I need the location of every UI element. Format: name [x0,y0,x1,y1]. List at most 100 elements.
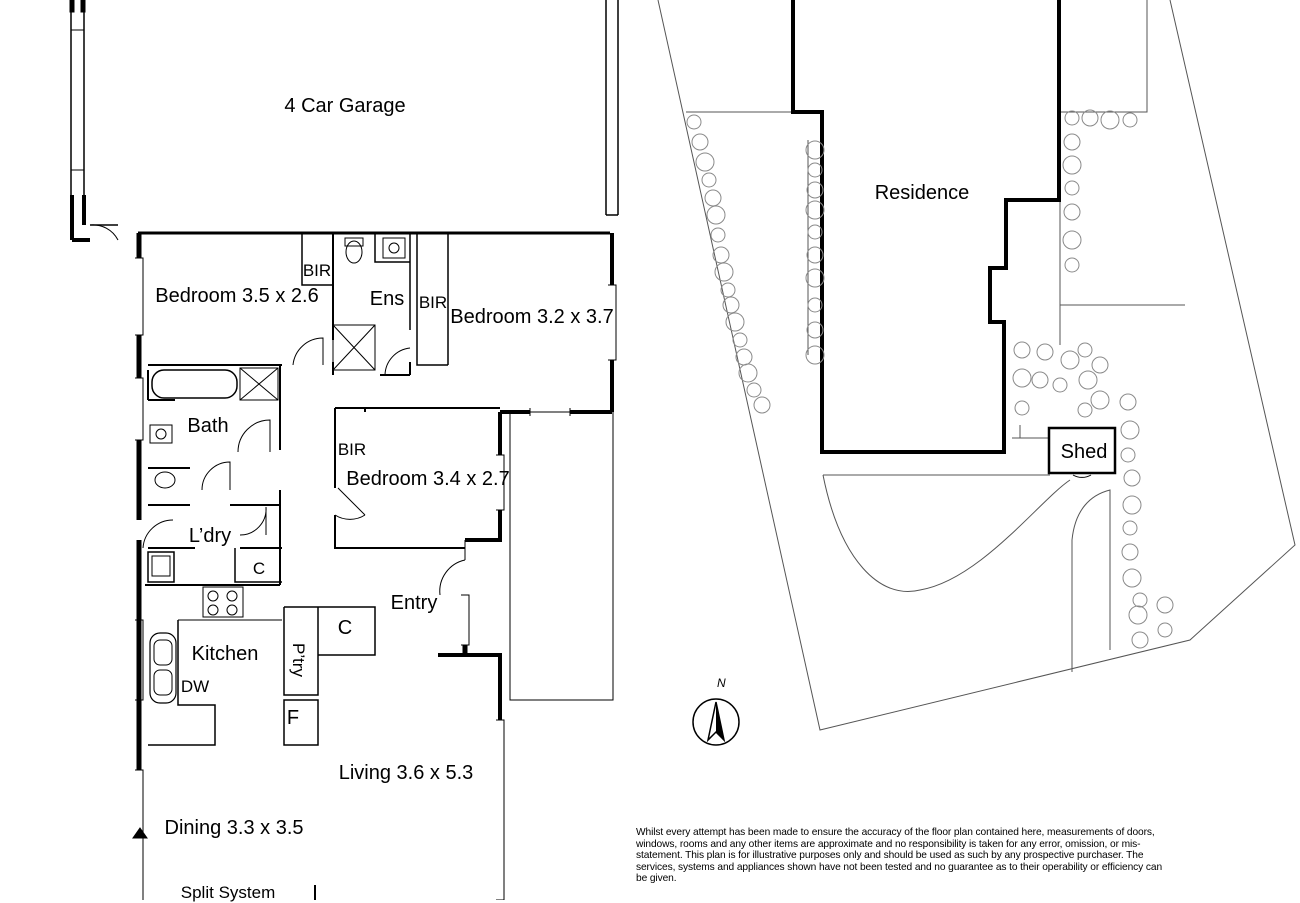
room-living-name: Living [338,762,391,784]
room-bedroom3-label: Bedroom 3.4 x 2.7 [346,467,509,491]
shrub-icon [805,345,825,365]
shrub-icon [706,205,726,225]
shrub-icon [701,172,717,188]
shrub-icon [753,396,771,414]
shrub-icon [1119,393,1137,411]
shrub-icon [704,189,722,207]
shrub-icon [1100,110,1120,130]
shrub-icon [1091,356,1109,374]
shrub-icon [1064,257,1080,273]
shrub-icon [806,321,824,339]
split-system-line1: Split [180,883,214,902]
shrub-icon [1077,402,1093,418]
shrub-icon [805,140,825,160]
shrub-icon [1081,109,1099,127]
appliance-fridge-label: F [286,707,300,729]
shrub-icon [1156,596,1174,614]
shrub-icon [1063,133,1081,151]
shrub-icon [691,133,709,151]
shrub-icon [1064,110,1080,126]
shrub-icon [1031,371,1049,389]
shrub-icon [732,332,748,348]
room-dining-name: Dining [164,817,222,839]
site-residence-label: Residence [874,182,970,204]
room-bir1-label: BIR [302,261,332,280]
room-bedroom1-name: Bedroom [155,285,237,307]
shrub-icon [1132,592,1148,608]
room-bedroom2-label: Bedroom 3.2 x 3.7 [450,305,613,329]
room-bedroom1-size: 3.5 x 2.6 [242,285,319,307]
room-dining-size: 3.3 x 3.5 [226,817,304,839]
room-bir3-label: BIR [337,440,367,459]
shrub-icon [686,114,702,130]
room-bir2-label: BIR [418,293,448,312]
split-system-line2: System [218,883,276,902]
shrub-icon [738,363,758,383]
shrub-icon [1157,622,1173,638]
appliance-dishwasher-label: DW [180,677,210,696]
site-plan [657,0,1296,731]
shrub-icon [1128,605,1148,625]
disclaimer-text: Whilst every attempt has been made to en… [636,827,1163,885]
shrub-icon [1077,342,1093,358]
room-bath-label: Bath [187,415,229,437]
room-garage-label: 4 Car Garage [284,95,406,117]
north-arrow-icon [692,698,740,746]
shrub-icon [807,297,823,313]
shrub-icon [807,224,823,240]
site-shed-label: Shed [1060,441,1108,463]
room-kitchen-label: Kitchen [191,643,259,665]
shrub-icon [1120,447,1136,463]
north-label: N [717,676,726,690]
shrub-icon [1121,543,1139,561]
room-cupboard1-label: C [252,559,266,578]
shrub-icon [1122,112,1138,128]
shrub-icon [1123,469,1141,487]
room-living-label: Living 3.6 x 5.3 [339,761,474,785]
shrub-icon [710,227,726,243]
shrub-icon [1060,350,1080,370]
shrub-icon [1122,495,1142,515]
room-pantry-label: P’try [289,643,308,677]
room-living-size: 3.6 x 5.3 [396,762,474,784]
shrub-icon [1122,568,1142,588]
shrub-icon [1062,230,1082,250]
room-ensuite-label: Ens [369,288,405,310]
room-entry-label: Entry [390,592,438,614]
room-cupboard2-label: C [337,617,353,639]
room-bedroom3-name: Bedroom [346,468,428,490]
shrub-icon [725,312,745,332]
room-bedroom1-label: Bedroom 3.5 x 2.6 [155,284,318,308]
room-laundry-label: L’dry [188,525,232,547]
room-bedroom2-name: Bedroom [450,306,532,328]
room-dining-label: Dining 3.3 x 3.5 [165,816,304,840]
shrub-icon [735,348,753,366]
shrub-icon [1090,390,1110,410]
shrub-icon [1062,155,1082,175]
shrub-icon [1078,370,1098,390]
shrub-icon [1052,377,1068,393]
shrub-icon [1013,341,1031,359]
shrub-icon [807,162,823,178]
shrub-icon [805,268,825,288]
shrub-icon [1014,400,1030,416]
garden-shrubs [686,109,1174,649]
shrub-icon [806,181,824,199]
floor-plan-walls [69,0,619,900]
split-system-label: Split System [181,883,276,903]
shrub-icon [722,296,740,314]
shrub-icon [695,152,715,172]
room-bedroom3-size: 3.4 x 2.7 [433,468,510,490]
shrub-icon [805,200,825,220]
shrub-icon [806,246,824,264]
shrub-icon [746,382,762,398]
shrub-icon [714,262,734,282]
shrub-icon [720,282,736,298]
shrub-icon [1036,343,1054,361]
shrub-icon [712,246,730,264]
room-bedroom2-size: 3.2 x 3.7 [537,306,614,328]
shrub-icon [1120,420,1140,440]
shrub-icon [1131,631,1149,649]
shrub-icon [1122,520,1138,536]
